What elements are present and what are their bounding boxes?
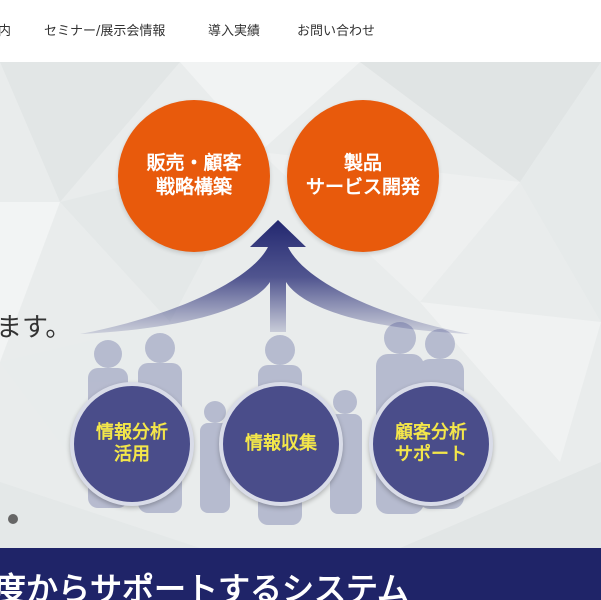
collection-circle-line1: 情報収集: [245, 432, 317, 454]
top-navigation: 内 セミナー/展示会情報 導入実績 お問い合わせ: [0, 0, 601, 62]
customer-analysis-circle-line1: 顧客分析: [395, 421, 467, 443]
nav-item-case-studies[interactable]: 導入実績: [208, 24, 261, 39]
hero-section: ます。 販売・顧客 戦略構築 製品 サービス開発 情報分析 活用 情報収集 顧客…: [0, 62, 601, 548]
strategy-circle-line1: 販売・顧客: [146, 152, 242, 175]
collection-circle: 情報収集: [219, 382, 343, 506]
nav-item-seminars[interactable]: セミナー/展示会情報: [44, 24, 166, 39]
customer-analysis-circle: 顧客分析 サポート: [369, 382, 493, 506]
slider-dot[interactable]: [8, 514, 18, 524]
nav-item-contact[interactable]: お問い合わせ: [297, 24, 376, 39]
strategy-circle-line2: 戦略構築: [155, 176, 232, 198]
section-banner: 度からサポートするシステム: [0, 548, 601, 600]
hero-tagline: ます。: [0, 313, 72, 343]
strategy-circle: 販売・顧客 戦略構築: [118, 100, 270, 252]
product-dev-circle: 製品 サービス開発: [287, 100, 439, 252]
analysis-circle: 情報分析 活用: [70, 382, 194, 506]
product-dev-circle-line1: 製品: [343, 152, 382, 175]
product-dev-circle-line2: サービス開発: [305, 176, 420, 198]
analysis-circle-line2: 活用: [114, 444, 150, 465]
banner-heading: 度からサポートするシステム: [0, 570, 410, 600]
analysis-circle-line1: 情報分析: [96, 421, 168, 443]
nav-item-guide[interactable]: 内: [0, 24, 12, 39]
customer-analysis-circle-line2: サポート: [395, 444, 467, 465]
